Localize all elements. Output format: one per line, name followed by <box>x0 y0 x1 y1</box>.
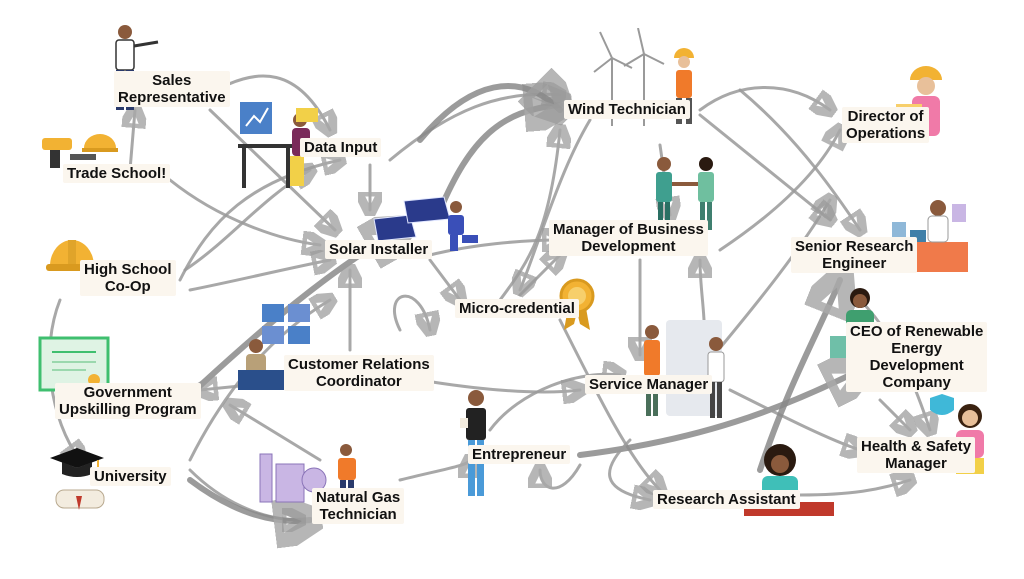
arrow <box>878 398 910 430</box>
arrow <box>428 240 560 257</box>
video-call-icon <box>238 304 310 390</box>
arrow <box>417 86 560 143</box>
tools-icon <box>42 134 118 168</box>
arrow <box>208 108 335 230</box>
arrow <box>498 130 560 302</box>
arrow <box>168 178 320 245</box>
node-sales-representative: Sales Representative <box>114 71 230 107</box>
arrow <box>718 130 840 252</box>
arrow <box>520 118 592 290</box>
service-team-icon <box>644 320 725 418</box>
arrow <box>698 113 830 220</box>
arrow <box>178 160 340 282</box>
node-customer-relations: Customer Relations Coordinator <box>284 355 434 391</box>
entrepreneur-person-icon <box>460 390 486 496</box>
node-natural-gas-technician: Natural Gas Technician <box>312 488 405 524</box>
arrow <box>540 463 582 490</box>
node-service-manager: Service Manager <box>585 375 713 394</box>
arrow <box>393 294 430 330</box>
node-trade-school: Trade School! <box>63 164 171 183</box>
arrow <box>418 380 580 392</box>
node-data-input: Data Input <box>300 138 382 157</box>
solar-panel-icon <box>373 196 478 251</box>
arrow <box>188 260 330 292</box>
arrow <box>698 86 830 111</box>
arrow <box>728 388 860 450</box>
node-solar-installer: Solar Installer <box>325 240 433 259</box>
arrow <box>428 258 460 300</box>
node-micro-credential: Micro-credential <box>455 299 579 318</box>
arrow <box>757 280 840 473</box>
node-high-school-co-op: High School Co-Op <box>80 260 176 296</box>
arrow <box>608 438 650 500</box>
node-manager-business-development: Manager of Business Development <box>549 220 708 256</box>
arrow <box>708 200 830 362</box>
node-entrepreneur: Entrepreneur <box>468 445 571 464</box>
node-ceo-renewable-energy: CEO of Renewable Energy Development Comp… <box>846 322 988 392</box>
arrow <box>798 480 910 495</box>
arrow <box>577 370 860 458</box>
node-senior-research-engineer: Senior Research Engineer <box>791 237 918 273</box>
arrow <box>230 405 322 462</box>
arrow <box>738 88 860 230</box>
arrow <box>488 374 620 432</box>
diploma-scroll-icon <box>55 489 105 510</box>
handshake-icon <box>656 157 714 230</box>
node-research-assistant: Research Assistant <box>653 490 800 509</box>
arrow <box>130 110 135 172</box>
arrow <box>187 477 310 521</box>
arrow <box>558 318 660 490</box>
node-director-of-operations: Director of Operations <box>842 107 930 143</box>
node-university: University <box>90 467 171 486</box>
node-wind-technician: Wind Technician <box>564 100 690 119</box>
node-government-upskilling: Government Upskilling Program <box>55 383 201 419</box>
node-health-safety-manager: Health & Safety Manager <box>857 437 976 473</box>
